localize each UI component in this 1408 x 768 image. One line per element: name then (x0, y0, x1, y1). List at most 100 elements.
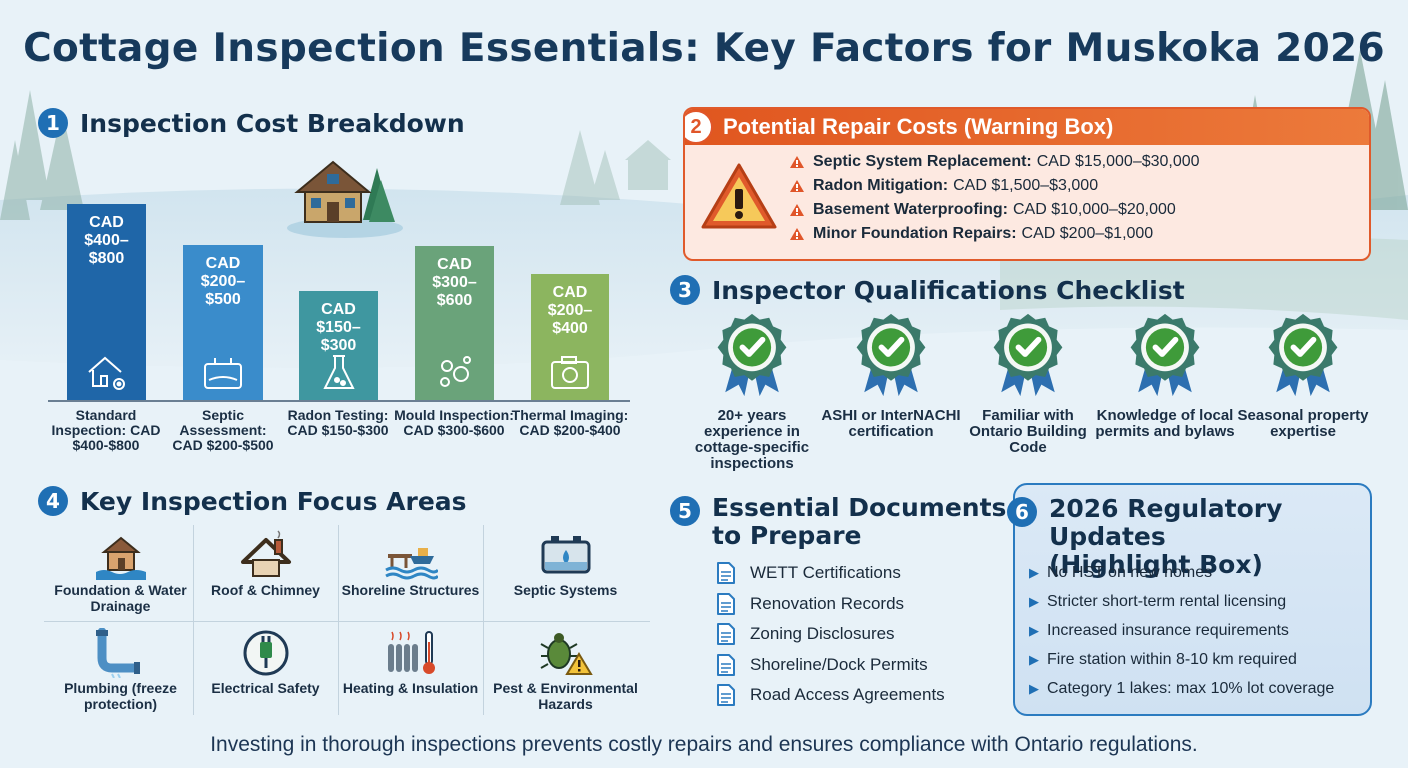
document-label: Road Access Agreements (750, 685, 945, 704)
septic-tank-icon (541, 536, 590, 574)
regulatory-item: ▶ No HST on new homes (1029, 564, 1212, 582)
bar-label-septic: Septic Assessment: CAD $200-$500 (172, 407, 274, 453)
plug-icon (243, 630, 288, 676)
focus-area-label: Pest & Environmental Hazards (493, 680, 638, 712)
document-item: Renovation Records (716, 592, 904, 616)
grid-divider (483, 525, 484, 715)
checkmark-badge-icon (1263, 312, 1343, 398)
document-label: WETT Certifications (750, 563, 901, 582)
frozen-pipe-icon (95, 628, 140, 678)
focus-area-label: Heating & Insulation (342, 680, 479, 696)
focus-area-heating: Heating & Insulation (338, 624, 483, 722)
document-icon (717, 654, 735, 676)
focus-area-label: Roof & Chimney (211, 582, 320, 598)
bar-label-thermal: Thermal Imaging: CAD $200-$400 (511, 407, 629, 438)
arrow-right-icon: ▶ (1029, 623, 1039, 638)
grid-divider (44, 621, 650, 622)
document-icon (717, 623, 735, 645)
page-title: Cottage Inspection Essentials: Key Facto… (23, 26, 1385, 71)
regulatory-item-label: Increased insurance requirements (1047, 622, 1289, 639)
repair-item-cost: CAD $10,000–$20,000 (1012, 201, 1176, 218)
repair-item: Minor Foundation Repairs: CAD $200–$1,00… (789, 225, 1153, 243)
bar-value: CAD $200–$500 (200, 255, 246, 308)
qualification-label: 20+ years experience in cottage-specific… (694, 407, 810, 472)
qualifications-section-title: Inspector Qualifications Checklist (712, 275, 1185, 305)
checkmark-badge-icon (712, 312, 792, 398)
cottage-icon (287, 160, 403, 238)
repair-item-name: Septic System Replacement: (813, 153, 1032, 170)
regulatory-item: ▶ Increased insurance requirements (1029, 622, 1289, 640)
grid-divider (338, 525, 339, 715)
section-number-1: 1 (38, 108, 68, 138)
qualification-label: Knowledge of local permits and bylaws (1095, 407, 1235, 440)
qualification-label: Familiar with Ontario Building Code (969, 407, 1087, 456)
qualifications-section-heading: 3 Inspector Qualifications Checklist (670, 275, 1185, 305)
bar-value: CAD $200–$400 (547, 284, 593, 337)
repair-item: Septic System Replacement: CAD $15,000–$… (789, 153, 1200, 171)
septic-tank-icon (204, 358, 242, 389)
footer-tagline: Investing in thorough inspections preven… (210, 733, 1198, 756)
arrow-right-icon: ▶ (1029, 565, 1039, 580)
cost-bar-radon: CAD $150–$300 (299, 291, 378, 400)
qualification-label: ASHI or InterNACHI certification (821, 407, 961, 440)
repair-item-cost: CAD $1,500–$3,000 (953, 177, 1099, 194)
flask-icon (322, 355, 355, 389)
focus-area-foundation: Foundation & Water Drainage (48, 526, 193, 624)
repair-section-heading: 2 Potential Repair Costs (Warning Box) (685, 109, 1369, 145)
focus-area-label: Septic Systems (513, 582, 618, 598)
section-number-3: 3 (670, 275, 700, 305)
document-item: WETT Certifications (716, 561, 901, 585)
focus-area-roof: Roof & Chimney (193, 526, 338, 624)
repair-item: Radon Mitigation: CAD $1,500–$3,000 (789, 177, 1098, 195)
mould-spores-icon (439, 356, 471, 387)
roof-chimney-icon (240, 530, 291, 577)
document-label: Renovation Records (750, 594, 905, 613)
flooded-house-icon (95, 536, 146, 580)
repair-item-cost: CAD $15,000–$30,000 (1036, 153, 1200, 170)
repair-item-name: Minor Foundation Repairs: (813, 225, 1017, 242)
document-label: Zoning Disclosures (750, 624, 895, 643)
regulatory-item-label: No HST on new homes (1047, 564, 1213, 581)
cost-bar-septic: CAD $200–$500 (183, 245, 263, 400)
regulatory-item: ▶ Category 1 lakes: max 10% lot coverage (1029, 680, 1334, 698)
regulatory-item: ▶ Fire station within 8-10 km required (1029, 651, 1297, 669)
grid-divider (193, 525, 194, 715)
focus-section-heading: 4 Key Inspection Focus Areas (38, 486, 467, 516)
repair-costs-warning-box: 2 Potential Repair Costs (Warning Box) S… (683, 107, 1371, 261)
section-number-5: 5 (670, 496, 700, 526)
regulatory-item-label: Fire station within 8-10 km required (1047, 651, 1297, 668)
regulatory-item-label: Stricter short-term rental licensing (1047, 593, 1287, 610)
focus-area-septic: Septic Systems (493, 526, 638, 624)
section-number-6: 6 (1007, 497, 1037, 527)
radiator-thermometer-icon (387, 631, 435, 674)
documents-section-title-line2: to Prepare (712, 521, 862, 550)
bar-label-radon: Radon Testing: CAD $150-$300 (287, 407, 389, 438)
bug-warning-icon (540, 633, 593, 675)
regulatory-section-title-line2: (Highlight Box) (1049, 550, 1263, 579)
bar-value: CAD $150–$300 (316, 301, 361, 354)
bar-label-standard: Standard Inspection: CAD $400-$800 (51, 407, 161, 453)
house-gear-icon (87, 356, 125, 390)
focus-area-label: Shoreline Structures (341, 582, 480, 598)
section-number-4: 4 (38, 486, 68, 516)
focus-area-electrical: Electrical Safety (193, 624, 338, 722)
cost-section-heading: 1 Inspection Cost Breakdown (38, 108, 465, 138)
regulatory-updates-box: 6 2026 Regulatory Updates (Highlight Box… (1007, 483, 1372, 716)
focus-area-label: Plumbing (freeze protection) (64, 680, 177, 712)
focus-area-pest: Pest & Environmental Hazards (493, 624, 638, 722)
bar-value: CAD $400–$800 (84, 214, 129, 267)
bar-value: CAD $300–$600 (432, 256, 477, 309)
document-icon (717, 593, 735, 615)
warning-triangle-icon (701, 163, 777, 229)
regulatory-section-heading: 6 2026 Regulatory Updates (Highlight Box… (1007, 495, 1370, 579)
repair-item-name: Basement Waterproofing: (813, 201, 1008, 218)
document-icon (717, 562, 735, 584)
regulatory-section-title-line1: 2026 Regulatory Updates (1049, 494, 1283, 551)
documents-section-heading: 5 Essential Documents to Prepare (670, 494, 1006, 550)
arrow-right-icon: ▶ (1029, 594, 1039, 609)
document-item: Shoreline/Dock Permits (716, 653, 928, 677)
arrow-right-icon: ▶ (1029, 681, 1039, 696)
small-warning-icon (790, 204, 804, 216)
small-warning-icon (790, 180, 804, 192)
documents-section-title-line1: Essential Documents (712, 493, 1007, 522)
